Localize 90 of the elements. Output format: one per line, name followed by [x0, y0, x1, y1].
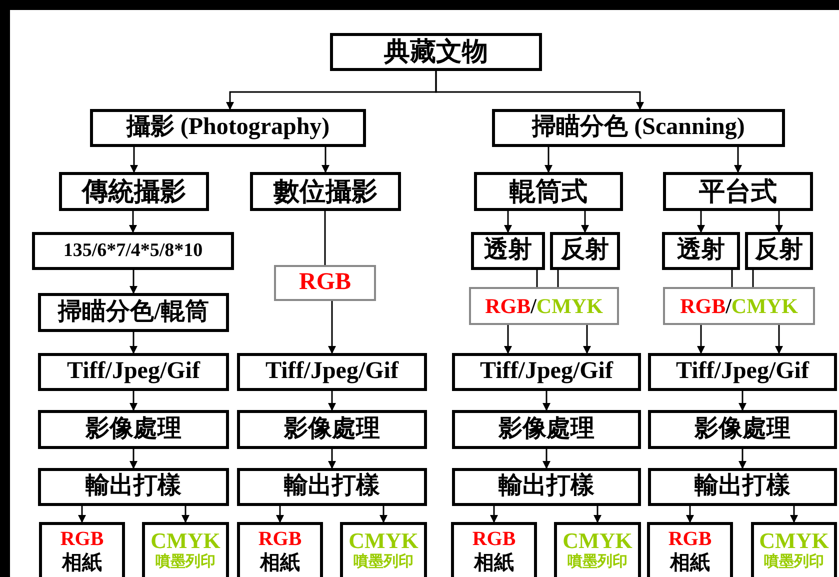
process-box: 影像處理 — [648, 410, 837, 449]
arrow — [594, 506, 602, 523]
process-box: Tiff/Jpeg/Gif — [38, 353, 229, 391]
arrow — [581, 211, 589, 233]
output-box — [340, 522, 427, 577]
process-box: 135/6*7/4*5/8*10 — [32, 232, 234, 270]
output-label: 相紙 — [62, 553, 102, 574]
arrow — [504, 211, 512, 233]
arrow — [130, 391, 138, 411]
process-box: 典藏文物 — [330, 33, 542, 71]
arrow — [328, 449, 336, 469]
connector-line — [536, 270, 538, 287]
arrow — [130, 270, 138, 294]
process-box: 數位攝影 — [250, 172, 401, 211]
output-label: 相紙 — [260, 553, 300, 574]
process-box: 透射 — [471, 232, 545, 270]
process-box: 平台式 — [663, 172, 813, 211]
process-box: 掃瞄分色/輥筒 — [38, 293, 229, 332]
connector-line — [731, 270, 733, 287]
color-mode-label: RGB — [258, 529, 302, 550]
process-box: 影像處理 — [452, 410, 641, 449]
arrow — [583, 325, 591, 354]
color-mode-label: RGB — [60, 529, 104, 550]
arrow — [130, 332, 138, 354]
connector-line — [752, 270, 754, 287]
color-mode-box: RGB — [274, 265, 376, 301]
process-box: 輸出打樣 — [648, 468, 837, 506]
arrow — [276, 506, 284, 523]
process-box: Tiff/Jpeg/Gif — [237, 353, 427, 391]
color-mode-label: RGB — [472, 529, 516, 550]
arrow — [328, 391, 336, 411]
output-box — [451, 522, 537, 577]
process-box: Tiff/Jpeg/Gif — [648, 353, 837, 391]
process-box: 輸出打樣 — [38, 468, 229, 506]
output-box — [237, 522, 323, 577]
arrow — [697, 325, 705, 354]
arrow — [322, 147, 330, 173]
arrow — [130, 147, 138, 173]
output-label: 噴墨列印 — [156, 555, 216, 571]
arrow — [734, 147, 742, 173]
output-label: 相紙 — [670, 553, 710, 574]
color-mode-box: RGB/CMYK — [663, 287, 815, 325]
output-box — [751, 522, 837, 577]
output-box — [647, 522, 733, 577]
process-box: Tiff/Jpeg/Gif — [452, 353, 641, 391]
process-box: 輸出打樣 — [452, 468, 641, 506]
arrow — [130, 449, 138, 469]
process-box: 輸出打樣 — [237, 468, 427, 506]
output-box — [142, 522, 229, 577]
color-mode-label: RGB — [668, 529, 712, 550]
output-label: 噴墨列印 — [764, 555, 824, 571]
arrow — [738, 391, 746, 411]
process-box: 反射 — [550, 232, 620, 270]
process-box: 輥筒式 — [474, 172, 623, 211]
arrow — [380, 506, 388, 523]
arrow — [542, 449, 550, 469]
output-box — [39, 522, 125, 577]
arrow — [490, 506, 498, 523]
color-mode-label: CMYK — [348, 529, 418, 552]
arrow — [775, 211, 783, 233]
arrow — [78, 506, 86, 523]
arrow — [182, 506, 190, 523]
arrow — [328, 301, 336, 354]
color-mode-box: RGB/CMYK — [469, 287, 619, 325]
process-box: 透射 — [662, 232, 740, 270]
arrow — [738, 449, 746, 469]
process-box: 掃瞄分色 (Scanning) — [492, 109, 785, 147]
output-label: 噴墨列印 — [354, 555, 414, 571]
arrow — [686, 506, 694, 523]
arrow — [435, 71, 644, 110]
output-label: 相紙 — [474, 553, 514, 574]
arrow — [697, 211, 705, 233]
process-box: 傳統攝影 — [59, 172, 209, 211]
output-box — [554, 522, 641, 577]
arrow — [129, 211, 137, 233]
process-box: 影像處理 — [237, 410, 427, 449]
process-box: 反射 — [745, 232, 813, 270]
arrow — [790, 506, 798, 523]
process-box: 攝影 (Photography) — [90, 109, 366, 147]
connector-line — [324, 211, 326, 265]
connector-line — [557, 270, 559, 287]
arrow — [542, 391, 550, 411]
output-label: 噴墨列印 — [568, 555, 628, 571]
color-mode-label: CMYK — [759, 529, 829, 552]
color-mode-label: CMYK — [150, 529, 220, 552]
arrow — [544, 147, 552, 173]
color-mode-label: CMYK — [562, 529, 632, 552]
process-box: 影像處理 — [38, 410, 229, 449]
arrow — [504, 325, 512, 354]
arrow — [775, 325, 783, 354]
